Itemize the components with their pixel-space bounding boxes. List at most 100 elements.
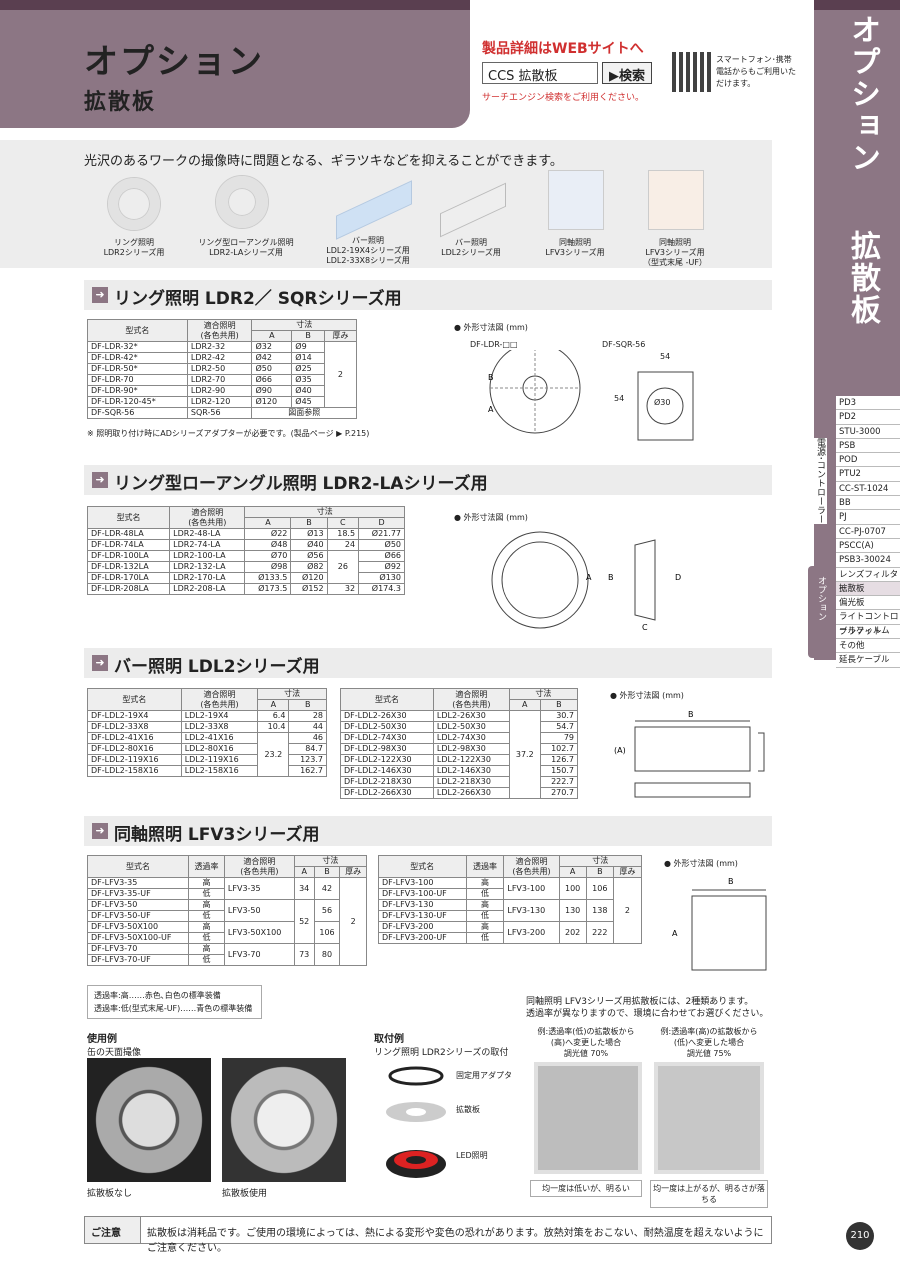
nav-item[interactable]: CC-PJ-0707 (836, 524, 900, 539)
table-cell: Ø70 (244, 550, 292, 562)
col-model: 型式名 (87, 688, 182, 711)
col-model: 型式名 (86, 855, 190, 878)
svg-text:A: A (488, 405, 494, 414)
nav-item[interactable]: PD2 (836, 410, 900, 425)
nav-item[interactable]: 偏光板 (836, 596, 900, 611)
nav-item[interactable]: PSB3-30024 (836, 553, 900, 568)
table-cell: DF-LDR-100LA (86, 550, 171, 562)
table-cell: LDR2-74-LA (169, 539, 246, 551)
table-cell: 高 (188, 877, 225, 889)
nav-item[interactable]: レンズフィルター (836, 567, 900, 594)
table-cell: 42 (313, 877, 341, 900)
lfv3-dimension-drawing: B A (672, 877, 767, 971)
table-cell: DF-LDR-120-45* (87, 396, 188, 408)
table-cell: DF-LDL2-41X16 (87, 732, 182, 744)
search-note: サーチエンジン検索をご利用ください。 (482, 93, 645, 103)
svg-text:A: A (586, 573, 592, 582)
table-cell: DF-LDL2-266X30 (340, 787, 434, 799)
table-cell: Ø40 (291, 385, 325, 397)
nav-item[interactable]: PSB (836, 438, 900, 454)
nav-item[interactable]: BB (836, 496, 900, 511)
col-trans: 透過率 (465, 855, 505, 878)
table-cell: DF-LDR-208LA (86, 583, 171, 595)
col-c: C (326, 517, 360, 529)
nav-item[interactable]: PSCC(A) (836, 538, 900, 554)
table-cell: Ø174.3 (358, 583, 405, 595)
nav-item[interactable]: 延長ケーブル (836, 653, 900, 668)
table-cell: Ø21.77 (358, 528, 405, 540)
table-cell: Ø173.5 (244, 583, 292, 595)
col-a: A (257, 699, 290, 711)
table-cell: 高 (188, 921, 225, 933)
col-light: 適合照明(各色共用) (180, 688, 259, 711)
table-cell: LDR2-90 (186, 385, 253, 397)
header-stripe (0, 0, 470, 10)
can-photo-without-diffuser (87, 1058, 211, 1182)
table-cell: 低 (465, 888, 505, 900)
photo-caption-2: 拡散板使用 (222, 1189, 268, 1199)
nav-group-power: 電源･コントローラー (814, 438, 827, 524)
nav-item[interactable]: PJ (836, 510, 900, 525)
nav-item[interactable]: PTU2 (836, 467, 900, 482)
nav-item[interactable]: ライトコントロールフィルム (836, 610, 900, 636)
table-cell: DF-LFV3-35 (86, 877, 190, 889)
col-dim: 寸法 (293, 855, 368, 867)
dim-54-width: 54 (660, 352, 671, 361)
ldl2-dimension-drawing: B (A) (614, 710, 765, 798)
search-input[interactable]: CCS 拡散板 (482, 62, 598, 84)
table-cell: 低 (188, 954, 225, 966)
nav-item[interactable]: 拡散板 (836, 581, 900, 597)
table-cell: 34 (293, 877, 315, 900)
table-cell: 84.7 (288, 743, 327, 755)
search-button[interactable]: ▶検索 (602, 62, 652, 84)
nav-item[interactable]: STU-3000 (836, 424, 900, 439)
page-subtitle: 拡散板 (84, 90, 157, 115)
nav-item[interactable]: POD (836, 453, 900, 468)
table-cell: LDL2-122X30 (432, 754, 510, 766)
nav-item[interactable]: CC-ST-1024 (836, 481, 900, 497)
ldl2-diagram-heading: ● 外形寸法図 (mm) (610, 691, 684, 700)
page-number: 210 (846, 1222, 874, 1250)
compare-note-1: 均一度は低いが、明るい (530, 1180, 642, 1197)
table-cell: Ø42 (251, 352, 293, 364)
nav-item[interactable]: ブラケット (836, 624, 900, 640)
table-cell: DF-LDR-48LA (86, 528, 171, 540)
ldr2-diagram-heading: ● 外形寸法図 (mm) (454, 323, 528, 332)
col-t: 厚み (323, 330, 358, 342)
table-cell: DF-LFV3-130-UF (378, 910, 467, 922)
col-b: B (585, 866, 614, 878)
mount-label-adapter: 固定用アダプタ (456, 1071, 512, 1080)
qr-code-icon (672, 52, 712, 92)
table-cell: 2 (323, 341, 358, 408)
arrow-icon: ➜ (92, 287, 108, 303)
usage-subheading: 缶の天面撮像 (87, 1048, 142, 1058)
lfv3-info: 同軸照明 LFV3シリーズ用拡散板には、2種類あります。透過率が異なりますので、… (526, 997, 769, 1019)
nav-item[interactable]: その他 (836, 639, 900, 654)
table-cell: DF-LFV3-200 (378, 921, 467, 933)
table-cell: Ø35 (291, 374, 325, 386)
table-cell: DF-LDR-32* (87, 341, 188, 353)
nav-item[interactable]: PD3 (836, 396, 900, 411)
lowangle-diffuser-image (216, 176, 268, 228)
table-cell: LDL2-26X30 (432, 710, 510, 722)
table-cell: DF-LDL2-33X8 (87, 721, 182, 733)
table-cell: 2 (339, 877, 367, 966)
col-light: 適合照明(各色共用) (186, 319, 253, 342)
section-header-ldr2: ➜リング照明 LDR2／ SQRシリーズ用 (84, 280, 772, 310)
table-cell: 44 (288, 721, 327, 733)
